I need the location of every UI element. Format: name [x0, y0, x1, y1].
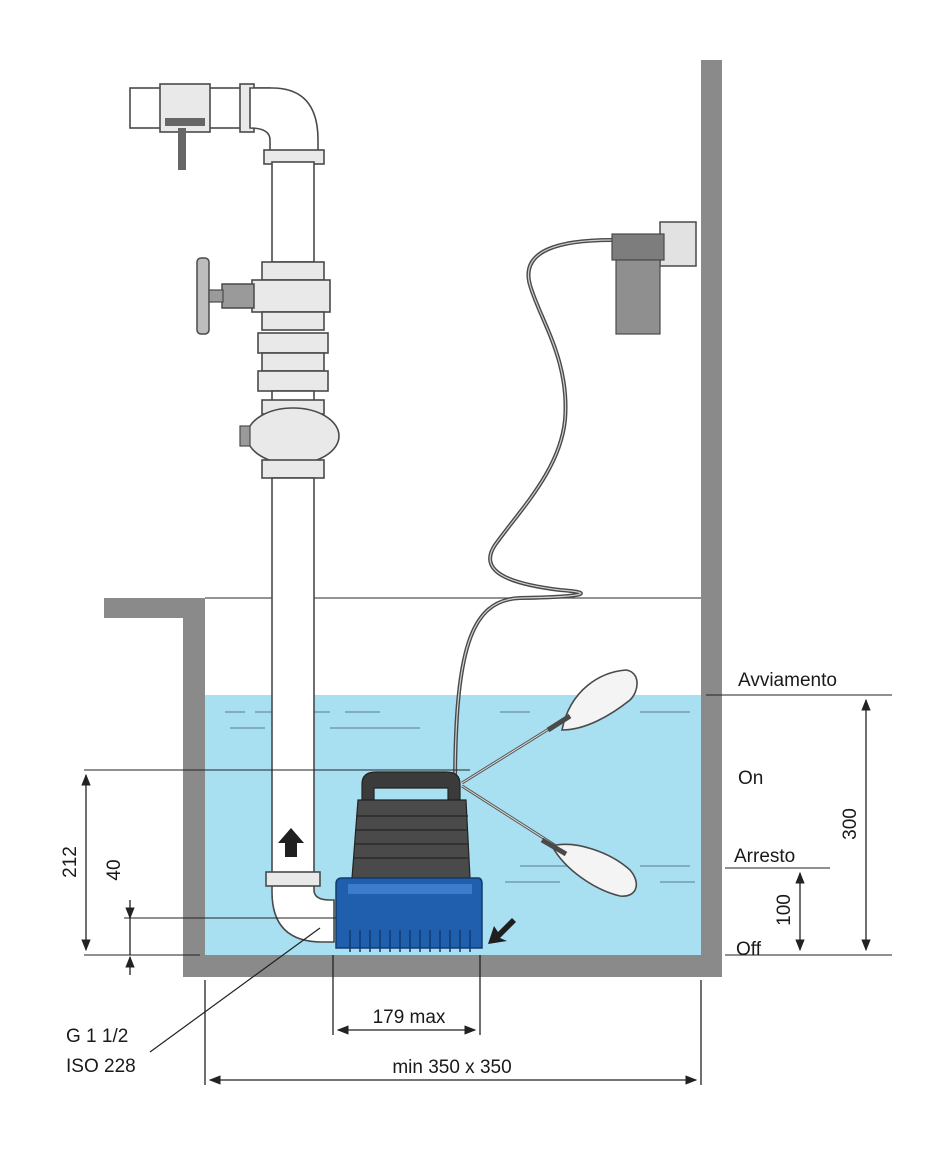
thread-label-line1: G 1 1/2	[66, 1026, 128, 1047]
dimension-40-label: 40	[104, 859, 125, 880]
level-off-label: Off	[736, 939, 762, 960]
submersible-pump	[335, 771, 483, 952]
arrow-up-icon	[278, 828, 304, 857]
dimension-179-label: 179 max	[373, 1007, 446, 1028]
float-lower-position	[461, 784, 638, 897]
dimension-40: 40	[104, 859, 135, 975]
dimension-179: 179 max	[332, 955, 481, 1035]
dimension-300-label: 300	[840, 808, 861, 840]
dimension-350: min 350 x 350	[204, 980, 702, 1085]
dimension-100-label: 100	[774, 894, 795, 926]
dimension-100: 100	[774, 871, 805, 952]
arrow-inflow-icon	[488, 918, 516, 944]
dimension-350-label: min 350 x 350	[392, 1057, 511, 1078]
level-on-label: On	[738, 768, 763, 789]
level-stop-label: Arresto	[734, 846, 795, 867]
level-lines	[84, 694, 892, 956]
thread-label-line2: ISO 228	[66, 1056, 136, 1077]
dimension-300: 300	[840, 698, 871, 952]
thread-leader-line	[149, 927, 321, 1053]
float-upper-position	[461, 669, 638, 785]
level-start-label: Avviamento	[738, 670, 837, 691]
dimension-212-label: 212	[60, 846, 81, 878]
float-switch-controller	[611, 221, 697, 335]
discharge-pipe	[129, 83, 340, 943]
dimension-212: 212	[60, 773, 91, 952]
